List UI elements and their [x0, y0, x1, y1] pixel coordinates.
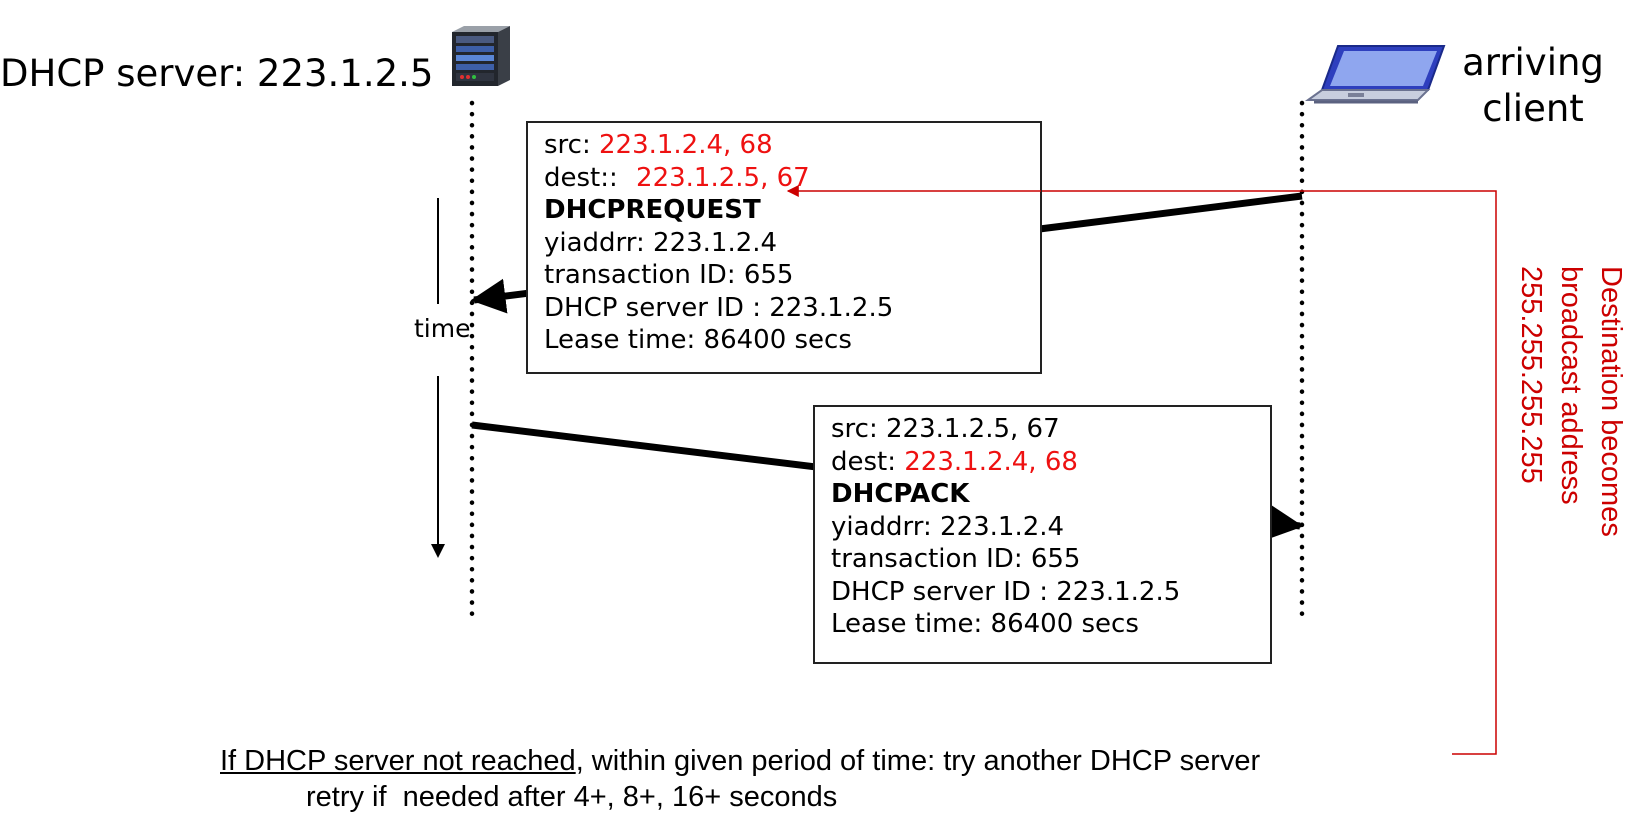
ack-message-type: DHCPACK: [831, 479, 970, 509]
footer-line2: retry if needed after 4+, 8+, 16+ second…: [306, 781, 838, 813]
annotation-line1: Destination becomes: [1595, 266, 1627, 537]
request-src-line: src: 223.1.2.4, 68: [544, 129, 1040, 162]
client-label: arriving client: [1448, 40, 1618, 132]
request-dest-value: 223.1.2.5, 67: [636, 162, 810, 193]
time-axis-label: time: [414, 314, 471, 343]
ack-yiaddr: yiaddrr: 223.1.2.4: [831, 511, 1065, 542]
footer-underlined: If DHCP server not reached: [220, 745, 576, 777]
annotation-line2: broadcast address: [1555, 266, 1587, 505]
request-server-id: DHCP server ID : 223.1.2.5: [544, 292, 894, 323]
ack-dest-label: dest:: [831, 446, 896, 477]
ack-message-box: src: 223.1.2.5, 67 dest: 223.1.2.4, 68 D…: [813, 405, 1272, 664]
request-yiaddr: yiaddrr: 223.1.2.4: [544, 227, 778, 258]
request-src-value: 223.1.2.4, 68: [598, 130, 773, 160]
annotation-line3: 255.255.255.255: [1515, 266, 1547, 484]
broadcast-annotation: Destination becomes broadcast address 25…: [1511, 266, 1631, 537]
request-message-type: DHCPREQUEST: [544, 195, 761, 225]
client-label-line1: arriving: [1462, 41, 1604, 84]
request-src-label: src:: [544, 130, 591, 160]
broadcast-connector: [1305, 190, 1497, 755]
ack-src: src: 223.1.2.5, 67: [831, 414, 1060, 444]
footer-rest: , within given period of time: try anoth…: [575, 745, 1261, 777]
request-dest-line: dest:: 223.1.2.5, 67: [544, 162, 1040, 195]
request-lease-time: Lease time: 86400 secs: [544, 325, 852, 355]
request-transaction-id: transaction ID: 655: [544, 260, 794, 290]
ack-dest-line: dest: 223.1.2.4, 68: [831, 446, 1270, 479]
request-dest-label: dest::: [544, 162, 618, 193]
ack-lease-time: Lease time: 86400 secs: [831, 609, 1139, 639]
server-tower-icon: [452, 26, 510, 86]
time-axis-arrowhead: [431, 544, 445, 558]
ack-dest-value: 223.1.2.4, 68: [904, 446, 1078, 477]
server-label: DHCP server: 223.1.2.5: [0, 52, 434, 95]
footer-line1: If DHCP server not reached, within given…: [220, 745, 1260, 778]
request-message-box: src: 223.1.2.4, 68 dest:: 223.1.2.5, 67 …: [526, 121, 1042, 374]
ack-server-id: DHCP server ID : 223.1.2.5: [831, 576, 1181, 607]
ack-transaction-id: transaction ID: 655: [831, 544, 1081, 574]
client-label-line2: client: [1482, 87, 1584, 130]
laptop-icon: [1304, 45, 1446, 104]
